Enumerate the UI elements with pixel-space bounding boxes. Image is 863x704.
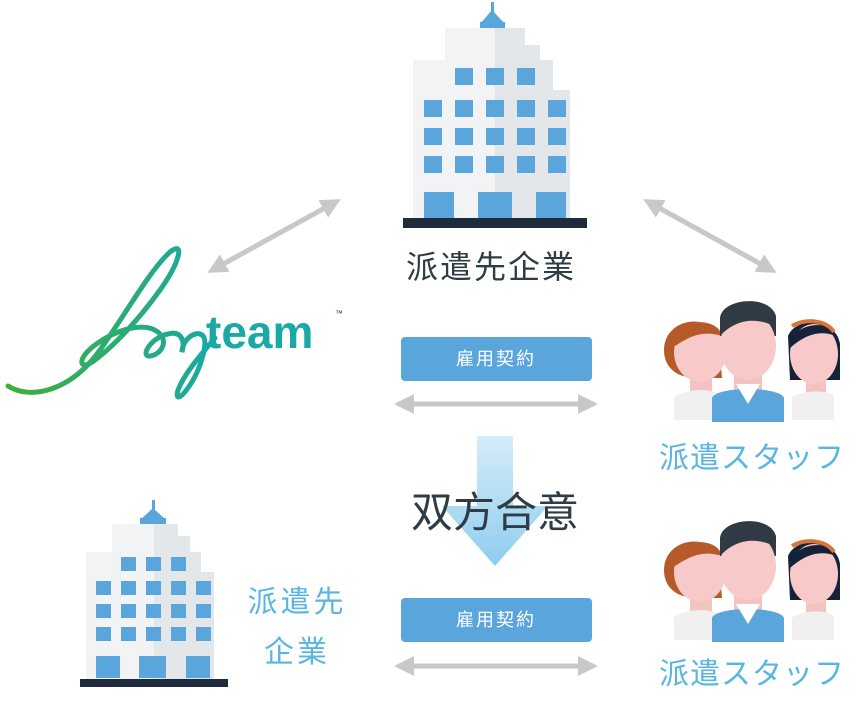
staff-bottom-label: 派遣スタッフ	[659, 657, 845, 692]
logo-brand-text: team	[206, 306, 313, 358]
client-bottom-label-line2: 企業	[264, 635, 330, 670]
contract-top-label: 雇用契約	[456, 349, 536, 370]
joyteam-logo: team ™	[5, 246, 343, 400]
staff-group-top-icon	[664, 301, 840, 422]
mutual-agreement-label: 双方合意	[411, 488, 579, 537]
contract-top-badge: 雇用契約	[401, 337, 592, 381]
staff-top-label: 派遣スタッフ	[659, 441, 845, 476]
staff-group-bottom-icon	[664, 521, 840, 642]
contract-bottom-label: 雇用契約	[456, 610, 536, 631]
double-arrow-icon	[643, 199, 777, 273]
client-building-bottom-icon	[80, 500, 228, 687]
client-bottom-label-line1: 派遣先	[248, 585, 347, 620]
client-building-top-icon	[403, 2, 587, 228]
down-arrow-icon	[442, 436, 548, 566]
client-top-label: 派遣先企業	[406, 248, 576, 286]
contract-bottom-badge: 雇用契約	[401, 598, 592, 642]
double-arrow-icon	[207, 199, 341, 273]
logo-script-mark	[5, 246, 218, 400]
logo-trademark: ™	[335, 309, 343, 318]
